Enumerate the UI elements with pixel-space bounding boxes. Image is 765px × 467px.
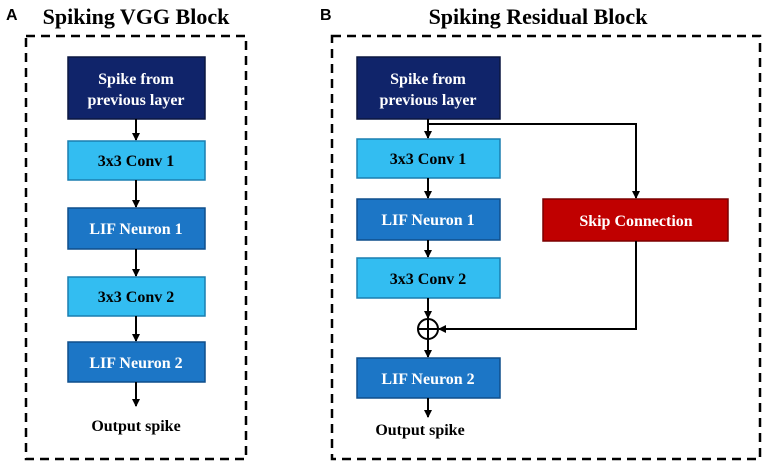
panel-b: B Spiking Residual Block Spike from prev…: [320, 4, 762, 461]
panel-b-sum-node: [417, 318, 439, 340]
panel-a-input-block: [67, 56, 206, 120]
panel-b-conv2-label: 3x3 Conv 2: [390, 271, 466, 288]
panel-b-skip-return-arrow: [438, 241, 637, 333]
panel-b-skip-branch-arrow: [428, 123, 640, 199]
panel-a-conv1-label: 3x3 Conv 1: [98, 153, 174, 170]
panel-b-title: Spiking Residual Block: [429, 4, 649, 29]
panel-a-letter: A: [6, 7, 18, 24]
panel-a-dashed-frame: [24, 34, 248, 461]
panel-b-input-label-line1: Spike from: [390, 71, 466, 88]
panel-b-lif1-label: LIF Neuron 1: [381, 212, 474, 229]
panel-b-input-block: [356, 56, 501, 120]
panel-a-input-label-line1: Spike from: [98, 71, 174, 88]
panel-b-output-label: Output spike: [375, 422, 464, 439]
panel-a-lif1-label: LIF Neuron 1: [89, 221, 182, 238]
panel-b-input-label-line2: previous layer: [379, 92, 476, 109]
panel-a-conv1-block: [67, 140, 206, 181]
panel-a-output-label: Output spike: [91, 418, 180, 435]
panel-a-lif2-label: LIF Neuron 2: [89, 355, 182, 372]
panel-a: A Spiking VGG Block Spike from previous …: [6, 4, 248, 461]
panel-b-conv1-label: 3x3 Conv 1: [390, 151, 466, 168]
panel-b-lif2-label: LIF Neuron 2: [381, 371, 474, 388]
panel-a-conv2-label: 3x3 Conv 2: [98, 289, 174, 306]
panel-a-title: Spiking VGG Block: [43, 4, 230, 29]
panel-b-lif1-block: [356, 198, 501, 241]
panel-b-letter: B: [320, 7, 332, 24]
panel-a-input-label-line2: previous layer: [87, 92, 184, 109]
panel-b-dashed-frame: [330, 34, 762, 461]
panel-b-skip-label: Skip Connection: [579, 213, 692, 230]
panel-b-skip-block: [542, 198, 729, 242]
